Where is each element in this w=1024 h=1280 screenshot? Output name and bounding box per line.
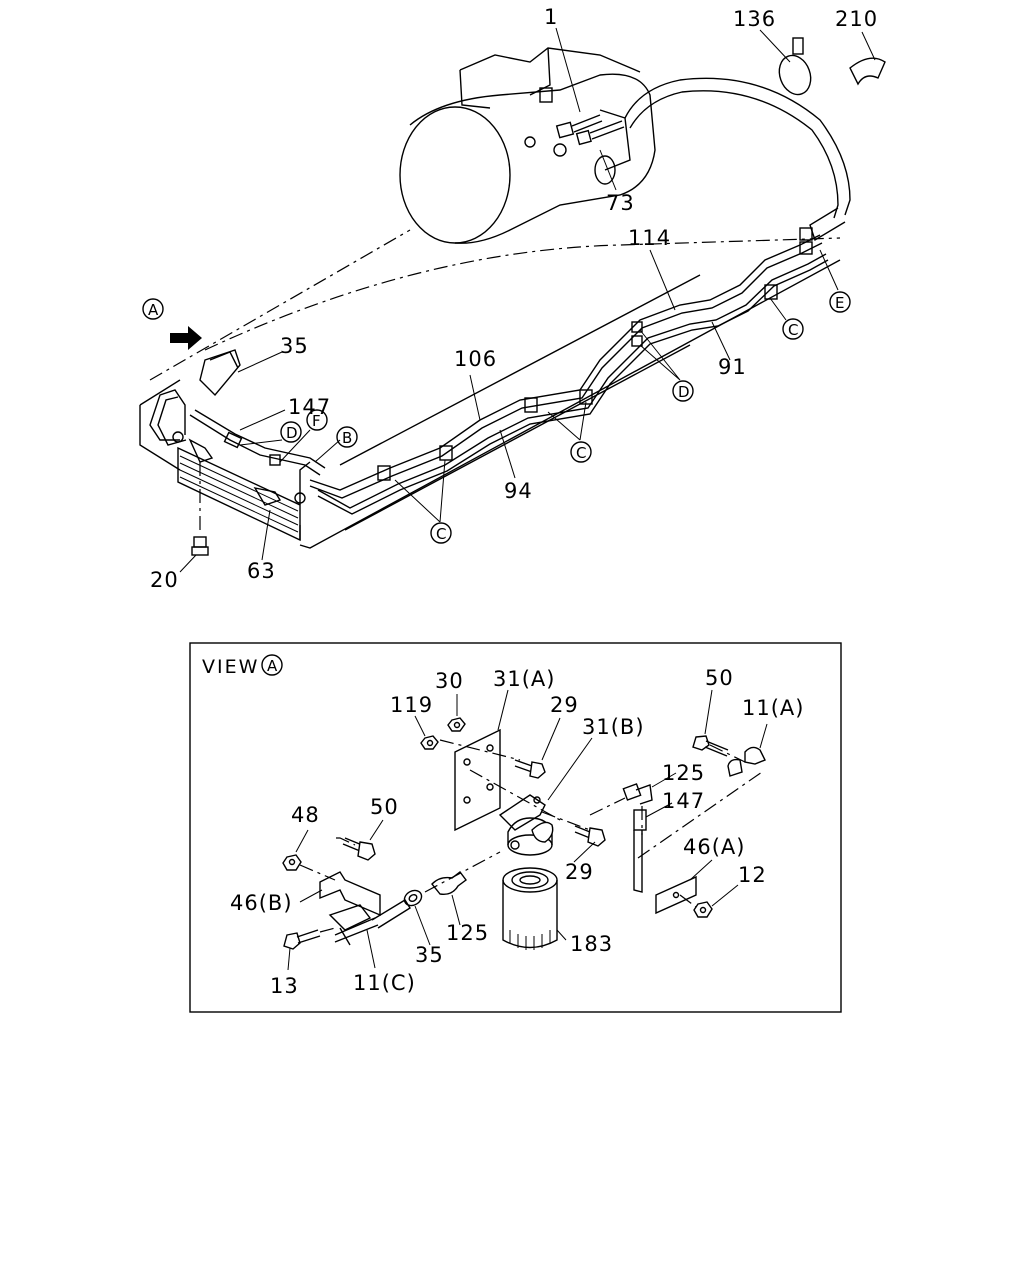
callout-48: 48 (291, 803, 320, 827)
nut-48 (282, 854, 302, 871)
callout-125-right: 125 (662, 761, 705, 785)
svg-text:F: F (312, 412, 321, 430)
callout-11c: 11(C) (353, 971, 416, 995)
callout-20: 20 (150, 568, 179, 592)
view-a-frame (189, 642, 842, 1013)
nut-119 (420, 735, 439, 750)
sleeve-210 (849, 57, 886, 86)
callout-31a: 31(A) (493, 667, 555, 691)
bolt-29-bottom (541, 811, 606, 847)
callout-50-right: 50 (705, 666, 734, 690)
ref-circle-f: F (306, 409, 328, 431)
bolt-13 (283, 927, 336, 950)
clip-11a (727, 746, 766, 777)
callout-183: 183 (570, 932, 613, 956)
callout-94: 94 (504, 479, 533, 503)
plate-46b (299, 864, 381, 917)
vehicle-frame (139, 229, 841, 549)
oil-lines (309, 227, 829, 515)
ref-circle-c-left: C (430, 522, 452, 544)
nut-12 (693, 901, 713, 918)
svg-text:VIEW: VIEW (202, 656, 259, 678)
svg-text:E: E (835, 294, 844, 312)
view-marker-circle: A (142, 298, 164, 320)
callout-147-main: 147 (288, 395, 331, 419)
ref-circle-d-right: D (672, 380, 694, 402)
tube-147 (633, 771, 763, 893)
ref-circle-c-mid: C (570, 441, 592, 463)
callout-29-top: 29 (550, 693, 579, 717)
callout-11a: 11(A) (742, 696, 804, 720)
view-a-title: VIEW A (202, 654, 283, 678)
ref-circle-d-left: D (280, 421, 302, 443)
svg-text:A: A (267, 657, 278, 675)
cooler-lines (149, 349, 326, 505)
oil-filter-183 (502, 867, 558, 950)
clip-11c (328, 904, 379, 946)
fitting-1 (555, 114, 625, 146)
callout-136: 136 (733, 7, 776, 31)
leader-lines-view-a (287, 689, 768, 971)
bolt-50-left (336, 837, 376, 861)
svg-text:C: C (576, 444, 586, 462)
plate-46a (655, 875, 701, 915)
svg-text:D: D (678, 383, 690, 401)
ref-circle-e: E (829, 291, 851, 313)
bracket-31a (439, 728, 561, 832)
callout-29-bottom: 29 (565, 860, 594, 884)
callout-13: 13 (270, 974, 299, 998)
filter-head-31b (498, 794, 554, 856)
callout-1: 1 (544, 5, 558, 29)
bolt-29-top (514, 759, 546, 779)
svg-text:B: B (342, 429, 352, 447)
svg-text:C: C (436, 525, 446, 543)
clamp-136 (778, 37, 812, 96)
callout-46a: 46(A) (683, 835, 745, 859)
callout-30: 30 (435, 669, 464, 693)
transmission-assembly (399, 47, 851, 244)
callout-91: 91 (718, 355, 747, 379)
leader-lines-main (179, 27, 876, 573)
callout-147: 147 (662, 789, 705, 813)
ref-circle-c-right: C (782, 318, 804, 340)
callout-63: 63 (247, 559, 276, 583)
callout-31b: 31(B) (582, 715, 645, 739)
svg-text:D: D (286, 424, 298, 442)
callout-12: 12 (738, 863, 767, 887)
callout-106: 106 (454, 347, 497, 371)
ref-circle-b: B (336, 426, 358, 448)
view-a-arrow (170, 326, 202, 350)
elbow-125-right (589, 783, 653, 816)
callout-50-left: 50 (370, 795, 399, 819)
nut-30 (447, 717, 466, 732)
callout-125-left: 125 (446, 921, 489, 945)
nipple-125-left (424, 851, 501, 896)
hose-fitting-35 (371, 889, 423, 929)
callout-46b: 46(B) (230, 891, 293, 915)
svg-text:A: A (148, 301, 159, 319)
bolt-50-right (692, 735, 746, 763)
callout-35-view: 35 (415, 943, 444, 967)
oil-cooler-63 (177, 438, 301, 556)
callout-35-main: 35 (280, 334, 309, 358)
callout-119: 119 (390, 693, 433, 717)
svg-text:C: C (788, 321, 798, 339)
callout-210: 210 (835, 7, 878, 31)
callout-73: 73 (606, 191, 635, 215)
callout-114: 114 (628, 226, 671, 250)
